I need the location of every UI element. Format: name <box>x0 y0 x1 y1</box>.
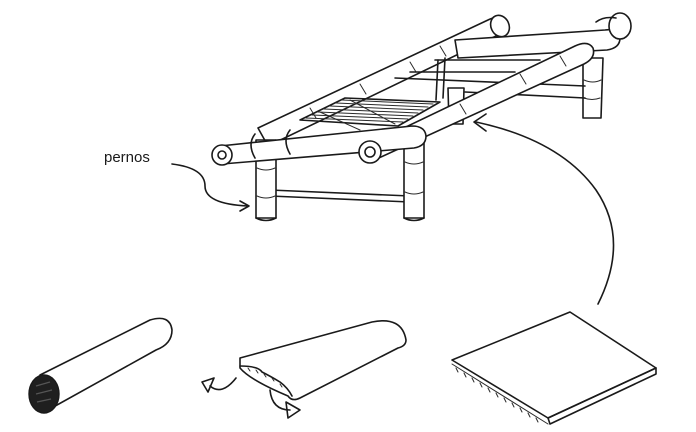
back-right-leg <box>582 57 604 119</box>
front-lower-stretcher <box>269 189 411 197</box>
assembly-arrowhead-icon <box>473 113 487 132</box>
front-lower-stretcher-2 <box>269 195 411 203</box>
bamboo-mat-drawing <box>451 311 657 425</box>
split-bamboo-drawing <box>201 320 407 419</box>
rungs <box>409 57 541 101</box>
pernos-leader-line <box>171 163 249 207</box>
spread-arrowhead-left-icon <box>201 377 215 393</box>
side-lower-rod <box>394 77 586 87</box>
front-pole-end <box>358 140 382 164</box>
spread-arrow-left <box>209 377 237 391</box>
pernos-arrowhead-icon <box>239 200 250 212</box>
front-cross-pole <box>211 125 427 166</box>
pernos-label: pernos <box>104 149 150 166</box>
bamboo-pole-drawing <box>28 317 173 414</box>
assembly-arrow <box>475 121 615 305</box>
spread-arrowhead-down-icon <box>285 401 301 419</box>
bed-frame-drawing <box>211 12 632 222</box>
back-long-pole <box>257 14 511 147</box>
